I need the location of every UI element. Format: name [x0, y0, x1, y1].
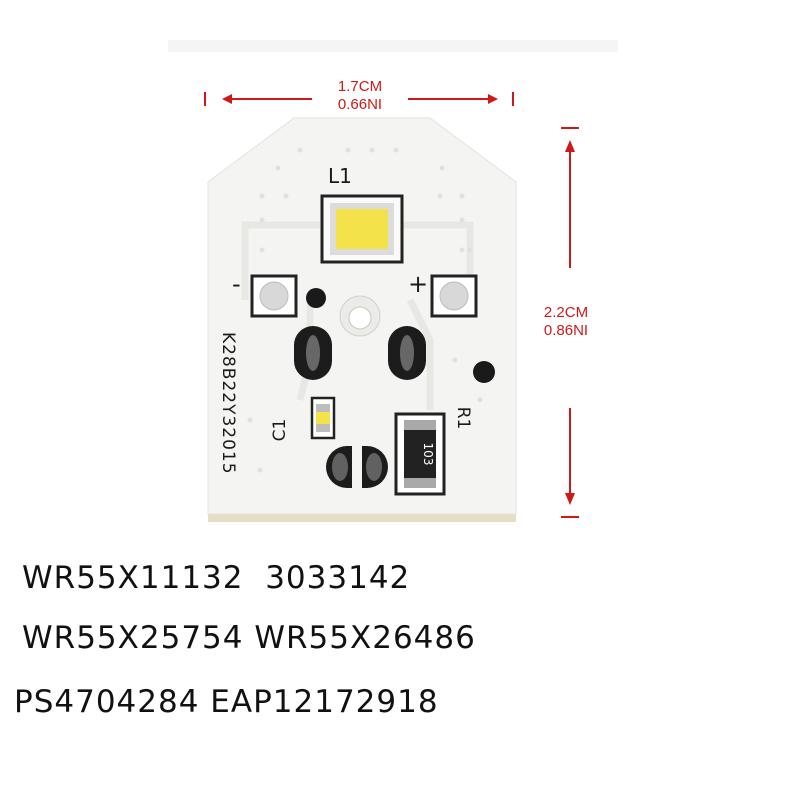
capacitor-cap-top [316, 404, 330, 412]
resistor-cap-bottom [404, 478, 436, 488]
plus-label: + [408, 270, 428, 298]
solder-pad-left-shine [306, 335, 320, 371]
resistor-label: R1 [453, 407, 473, 430]
resistor-code: 103 [421, 443, 435, 466]
height-arrow [561, 127, 579, 518]
minus-label: - [232, 270, 241, 298]
part-number-line-2: WR55X25754 WR55X26486 [22, 620, 476, 656]
jumper-shine-right [366, 453, 382, 481]
capacitor-cap-bottom [316, 424, 330, 432]
resistor-body [404, 420, 436, 488]
width-metric: 1.7CM [337, 78, 383, 95]
plus-pad [439, 281, 469, 311]
minus-pad [259, 281, 289, 311]
width-dimension: 1.7CM 0.66NI [300, 78, 420, 114]
jumper-gap [352, 446, 362, 488]
capacitor-body [316, 412, 330, 424]
width-arrow [204, 92, 514, 106]
led-label: L1 [328, 164, 352, 188]
via-right [473, 361, 495, 383]
part-number-line-1: WR55X11132 3033142 [22, 560, 411, 596]
capacitor-label: C1 [270, 419, 290, 442]
resistor-cap-top [404, 420, 436, 430]
via-left [306, 288, 326, 308]
jumper-shine-left [332, 453, 348, 481]
serial-number: K28B22Y32015 [218, 332, 238, 475]
background-strip [168, 40, 618, 52]
led-chip [336, 209, 388, 249]
width-imperial: 0.66NI [337, 96, 383, 113]
solder-pad-right-shine [400, 335, 414, 371]
height-imperial: 0.86NI [543, 322, 589, 339]
board-dots [247, 147, 483, 473]
mount-hole [348, 306, 372, 330]
height-metric: 2.2CM [543, 304, 589, 321]
height-dimension: 2.2CM 0.86NI [518, 304, 614, 340]
part-number-line-3: PS4704284 EAP12172918 [14, 684, 439, 720]
